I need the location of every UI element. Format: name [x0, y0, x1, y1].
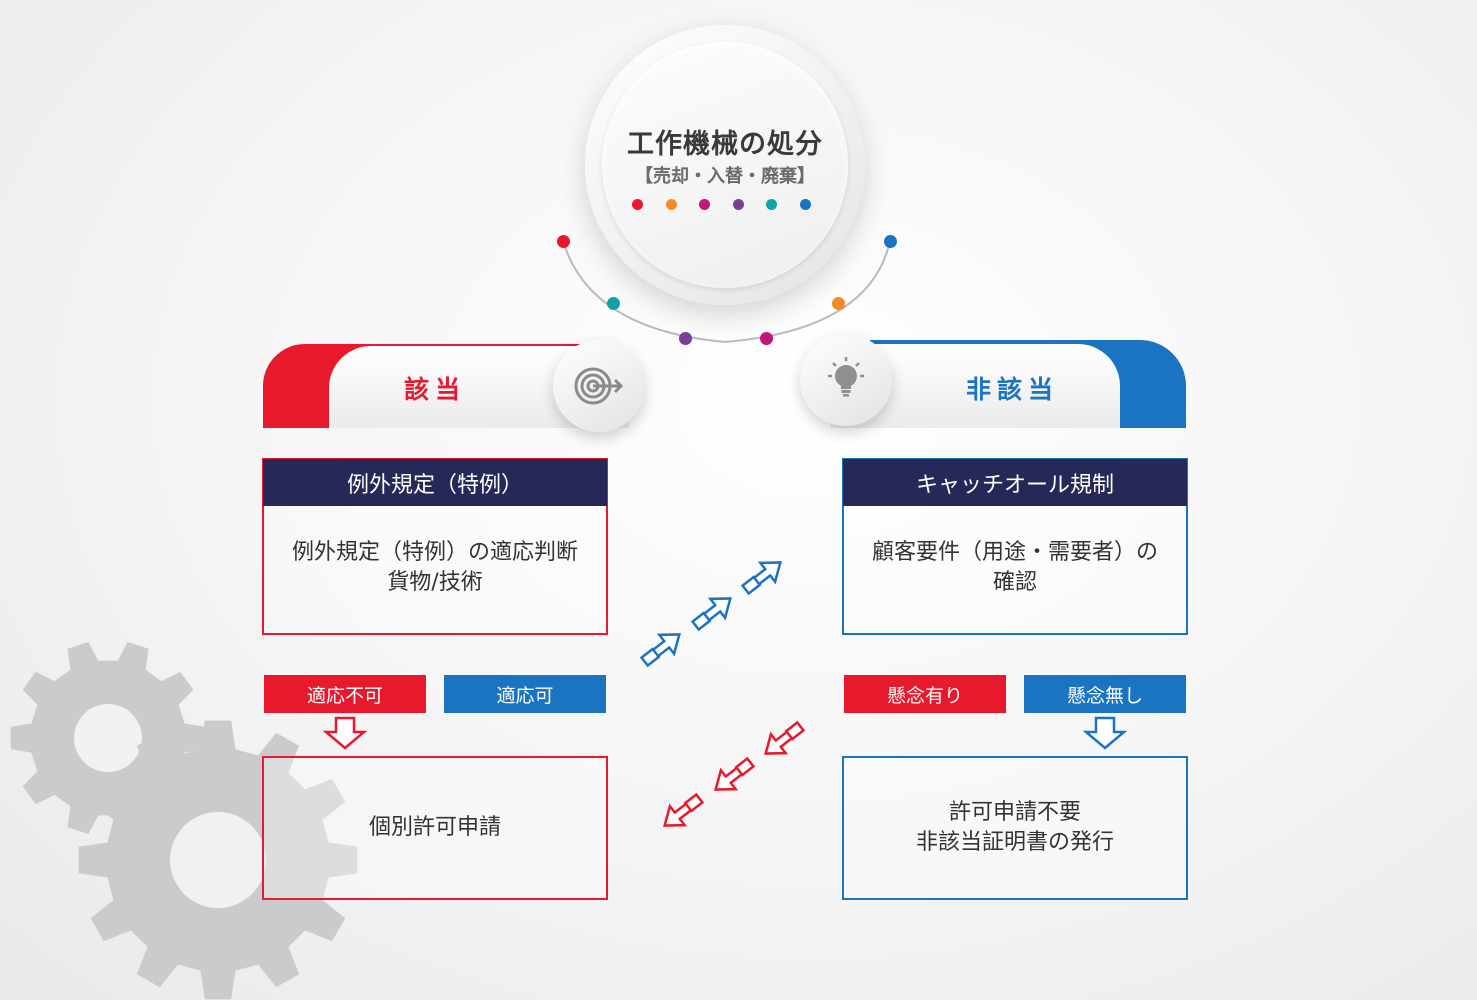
target-icon — [574, 367, 624, 405]
catchall-body-line1: 顧客要件（用途・需要者）の — [871, 540, 1158, 565]
dot-magenta — [699, 199, 710, 210]
gear-icon — [10, 642, 358, 1000]
dot-orange — [666, 199, 677, 210]
option-no-concern: 懸念無し — [1024, 675, 1186, 713]
exception-header: 例外規定（特例） — [263, 459, 607, 506]
up-right-arrows — [639, 561, 782, 668]
arrow-icon — [764, 720, 806, 755]
arrow-icon — [740, 561, 782, 596]
center-subtitle: 【売却・入替・廃棄】 — [635, 166, 815, 187]
category-label-applicable: 該当 — [404, 375, 467, 404]
gear-hole — [74, 704, 142, 772]
option-not-applicable: 適応不可 — [264, 675, 426, 713]
arc-dot-orange — [832, 297, 845, 310]
dot-red — [632, 199, 643, 210]
arrow-icon — [714, 756, 756, 791]
lightbulb-icon-badge — [800, 334, 892, 426]
target-icon-badge — [553, 340, 645, 432]
down-arrow-icon — [322, 716, 368, 750]
down-arrow-icon-blue — [1082, 716, 1128, 750]
center-title: 工作機械の処分 — [627, 129, 823, 160]
center-circle — [602, 42, 848, 288]
individual-permit-card: 個別許可申請 — [262, 756, 608, 900]
exception-body: 例外規定（特例）の適応判断 貨物/技術 — [264, 538, 606, 598]
arc-line — [562, 240, 891, 344]
option-concern: 懸念有り — [844, 675, 1006, 713]
category-label-not-applicable: 非該当 — [966, 375, 1060, 404]
arc-dot-teal — [607, 297, 620, 310]
no-permit-line2: 非該当証明書の発行 — [915, 830, 1114, 855]
no-permit-card: 許可申請不要 非該当証明書の発行 — [842, 756, 1188, 900]
catchall-header: キャッチオール規制 — [843, 459, 1187, 506]
arrow-icon — [639, 633, 681, 668]
down-left-arrows — [663, 720, 806, 827]
arc-dot-red — [557, 235, 570, 248]
exception-body-line1: 例外規定（特例）の適応判断 — [291, 540, 578, 565]
catchall-body: 顧客要件（用途・需要者）の 確認 — [844, 538, 1186, 598]
arc-dot-magenta — [760, 332, 773, 345]
dot-purple — [733, 199, 744, 210]
gear-hole — [170, 812, 266, 908]
lightbulb-icon — [828, 357, 864, 397]
arrow-icon — [663, 792, 705, 827]
arc-dot-blue — [884, 235, 897, 248]
dot-blue — [800, 199, 811, 210]
option-applicable: 適応可 — [444, 675, 606, 713]
no-permit-line1: 許可申請不要 — [948, 800, 1081, 825]
arc-dot-purple — [679, 332, 692, 345]
dot-teal — [766, 199, 777, 210]
catchall-body-line2: 確認 — [992, 570, 1037, 595]
arrow-icon — [690, 597, 732, 632]
exception-body-line2: 貨物/技術 — [387, 570, 483, 595]
